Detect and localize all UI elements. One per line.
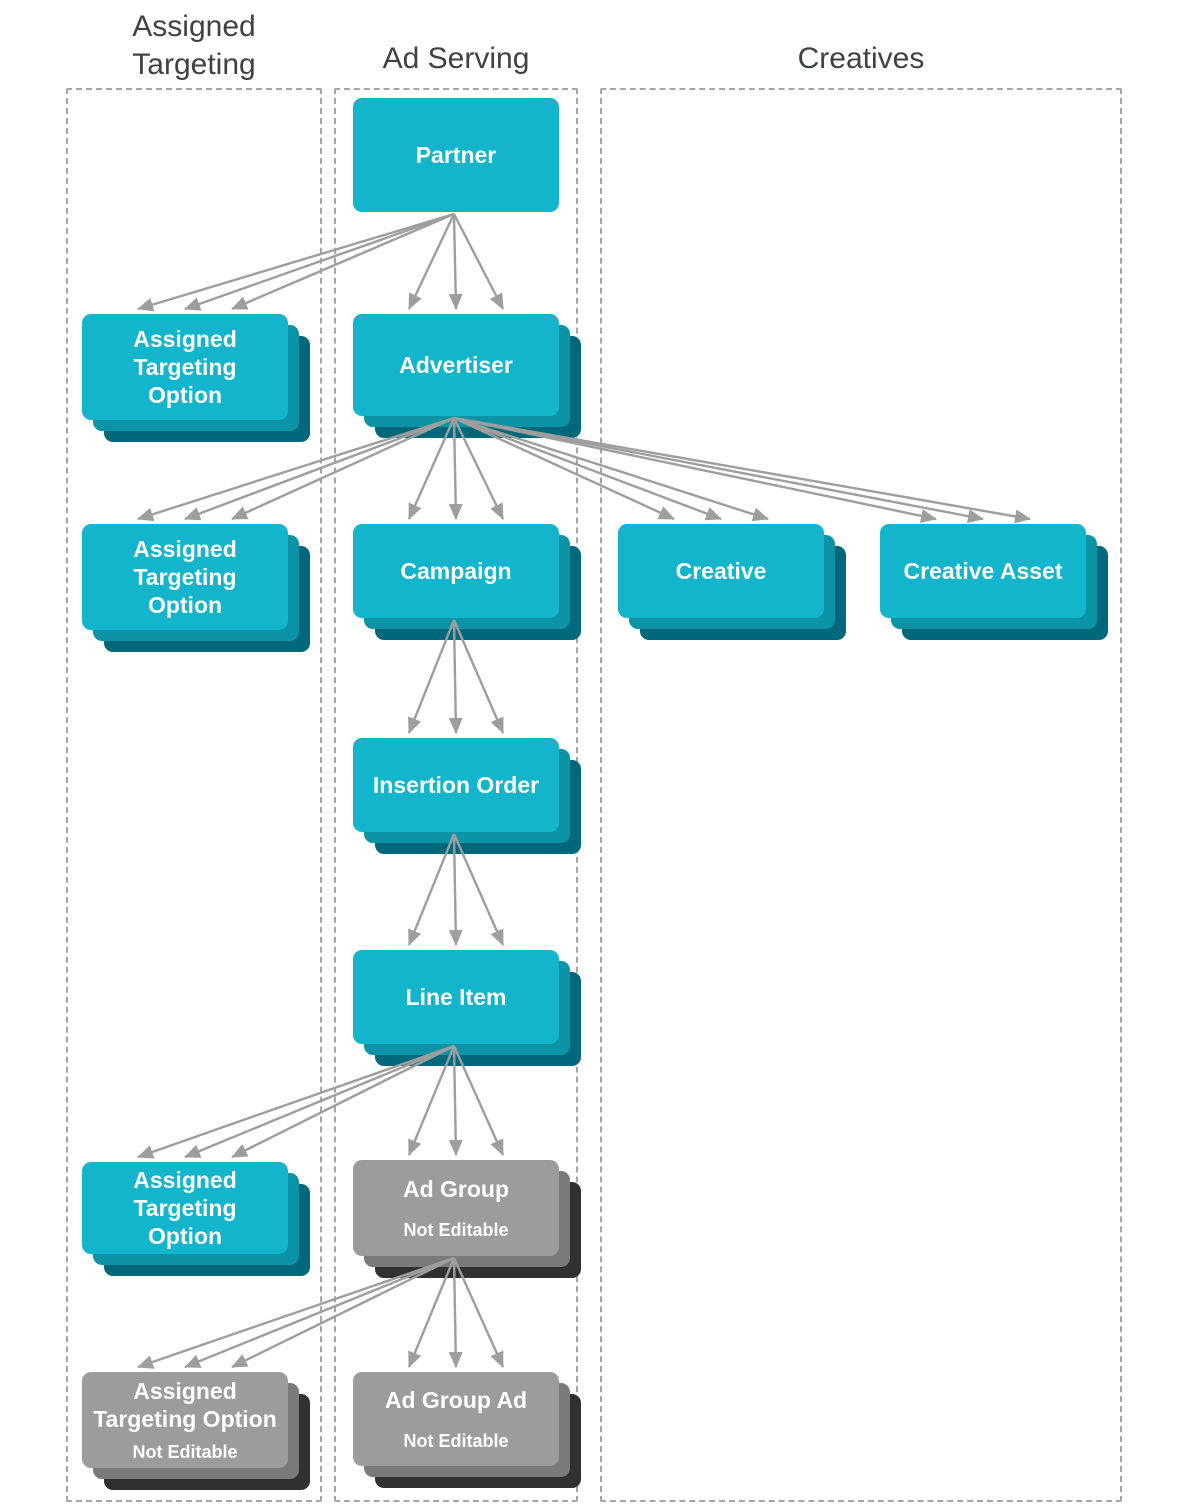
node-box: Assigned Targeting Option xyxy=(82,524,288,630)
node-label: Partner xyxy=(415,141,497,168)
node-sublabel-not-editable: Not Editable xyxy=(403,1430,509,1451)
node-label: Assigned Targeting Option xyxy=(133,325,237,409)
node-sublabel-not-editable: Not Editable xyxy=(403,1219,509,1240)
node-box: Line Item xyxy=(353,950,559,1044)
node-partner[interactable]: Partner xyxy=(353,98,559,212)
node-box: Assigned Targeting Option xyxy=(82,1162,288,1254)
node-label: Assigned Targeting Option xyxy=(133,535,237,619)
node-creative[interactable]: Creative xyxy=(618,524,846,640)
node-box: Campaign xyxy=(353,524,559,618)
node-assigned-targeting-option-partner[interactable]: Assigned Targeting Option xyxy=(82,314,310,442)
node-insertion-order[interactable]: Insertion Order xyxy=(353,738,581,854)
node-box: Ad Group Not Editable xyxy=(353,1160,559,1256)
node-label: Campaign xyxy=(400,557,512,584)
node-box: Insertion Order xyxy=(353,738,559,832)
node-assigned-targeting-option-advertiser[interactable]: Assigned Targeting Option xyxy=(82,524,310,652)
node-line-item[interactable]: Line Item xyxy=(353,950,581,1066)
node-creative-asset[interactable]: Creative Asset xyxy=(880,524,1108,640)
node-label: Insertion Order xyxy=(372,771,540,798)
node-box: Creative xyxy=(618,524,824,618)
node-assigned-targeting-option-ad-group[interactable]: Assigned Targeting Option Not Editable xyxy=(82,1372,310,1490)
node-ad-group-ad[interactable]: Ad Group Ad Not Editable xyxy=(353,1372,581,1488)
node-sublabel-not-editable: Not Editable xyxy=(132,1442,238,1463)
node-label: Advertiser xyxy=(399,351,513,378)
node-ad-group[interactable]: Ad Group Not Editable xyxy=(353,1160,581,1278)
node-box: Advertiser xyxy=(353,314,559,416)
column-header-ad-serving: Ad Serving xyxy=(382,42,530,75)
column-box-creatives xyxy=(600,88,1122,1502)
column-header-assigned-targeting: Assigned Targeting xyxy=(132,10,256,81)
node-advertiser[interactable]: Advertiser xyxy=(353,314,581,438)
node-box: Assigned Targeting Option Not Editable xyxy=(82,1372,288,1468)
node-label: Assigned Targeting Option xyxy=(133,1166,237,1250)
node-label: Creative Asset xyxy=(903,557,1063,584)
node-label: Assigned Targeting Option xyxy=(93,1377,277,1432)
node-campaign[interactable]: Campaign xyxy=(353,524,581,640)
node-assigned-targeting-option-line-item[interactable]: Assigned Targeting Option xyxy=(82,1162,310,1276)
column-box-assigned-targeting xyxy=(66,88,322,1502)
node-box: Partner xyxy=(353,98,559,212)
column-header-creatives: Creatives xyxy=(797,42,925,75)
node-label: Creative xyxy=(675,557,767,584)
node-box: Creative Asset xyxy=(880,524,1086,618)
node-label: Ad Group xyxy=(402,1176,510,1203)
node-box: Ad Group Ad Not Editable xyxy=(353,1372,559,1466)
node-box: Assigned Targeting Option xyxy=(82,314,288,420)
node-label: Line Item xyxy=(405,983,507,1010)
node-label: Ad Group Ad xyxy=(384,1387,528,1414)
